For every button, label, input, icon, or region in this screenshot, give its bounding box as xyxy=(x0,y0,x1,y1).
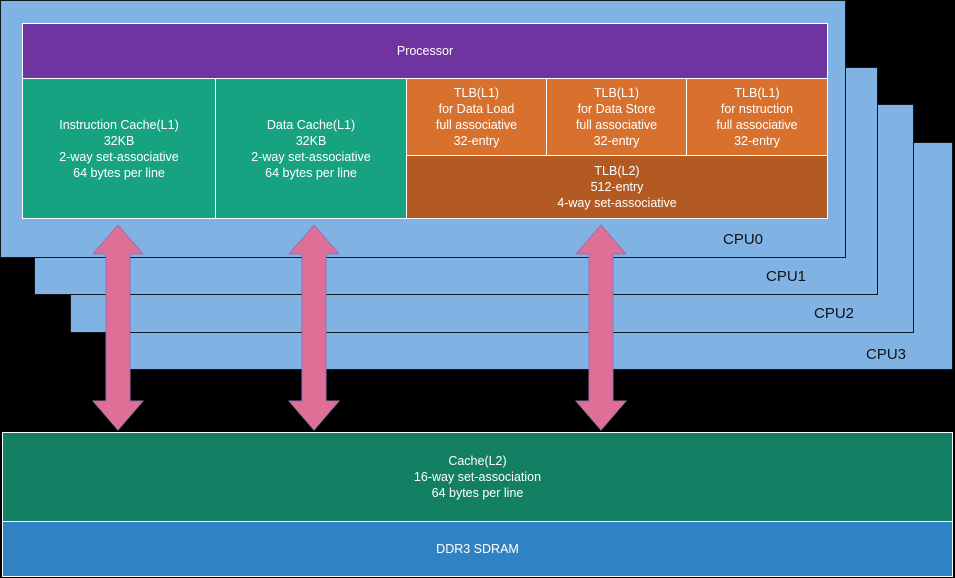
icache-line: 64 bytes per line xyxy=(73,165,165,180)
tlb-instr-assoc: full associative xyxy=(716,118,798,132)
arrow-dcache-l2 xyxy=(287,224,341,431)
tlb-store-title: TLB(L1) xyxy=(593,86,640,100)
tlb-l2-title: TLB(L2) xyxy=(594,164,640,178)
tlb-l2-assoc: 4-way set-associative xyxy=(557,196,677,210)
tlb-l2: TLB(L2) 512-entry 4-way set-associative xyxy=(406,155,828,219)
tlb-l1-data-load: TLB(L1) for Data Load full associative 3… xyxy=(406,78,547,156)
tlb-l1-data-store: TLB(L1) for Data Store full associative … xyxy=(546,78,687,156)
instruction-cache-l1: Instruction Cache(L1) 32KB 2-way set-ass… xyxy=(22,78,216,219)
icache-title: Instruction Cache(L1) xyxy=(59,117,179,132)
cpu1-label: CPU1 xyxy=(766,268,807,285)
cache-l2: Cache(L2) 16-way set-association 64 byte… xyxy=(2,432,953,522)
arrow-tlb-l2 xyxy=(574,224,628,431)
tlb-load-purpose: for Data Load xyxy=(438,102,515,116)
processor-block: Processor xyxy=(22,23,828,79)
ddr3-sdram: DDR3 SDRAM xyxy=(2,521,953,577)
l2-assoc: 16-way set-association xyxy=(413,470,542,484)
cpu0-label: CPU0 xyxy=(723,231,764,248)
tlb-load-entries: 32-entry xyxy=(453,134,500,148)
icache-size: 32KB xyxy=(103,133,135,148)
tlb-load-title: TLB(L1) xyxy=(453,86,500,100)
cpu2-label: CPU2 xyxy=(814,305,855,322)
tlb-store-assoc: full associative xyxy=(575,118,658,132)
ddr-label: DDR3 SDRAM xyxy=(436,542,519,556)
tlb-instr-entries: 32-entry xyxy=(734,134,780,148)
tlb-l2-entries: 512-entry xyxy=(590,180,644,194)
tlb-load-assoc: full associative xyxy=(435,118,518,132)
tlb-l1-instruction: TLB(L1) for nstruction full associative … xyxy=(686,78,828,156)
arrow-icache-l2 xyxy=(91,224,145,431)
data-cache-l1: Data Cache(L1) 32KB 2-way set-associativ… xyxy=(215,78,407,219)
tlb-instr-purpose: for nstruction xyxy=(720,102,794,116)
dcache-line: 64 bytes per line xyxy=(265,165,357,180)
l2-line: 64 bytes per line xyxy=(431,486,524,500)
processor-label: Processor xyxy=(396,44,454,58)
icache-assoc: 2-way set-associative xyxy=(59,149,179,164)
tlb-store-entries: 32-entry xyxy=(593,134,640,148)
dcache-assoc: 2-way set-associative xyxy=(251,149,371,164)
cpu3-label: CPU3 xyxy=(866,346,907,363)
tlb-store-purpose: for Data Store xyxy=(577,102,656,116)
tlb-instr-title: TLB(L1) xyxy=(734,86,780,100)
l2-title: Cache(L2) xyxy=(448,454,507,468)
dcache-size: 32KB xyxy=(295,133,327,148)
dcache-title: Data Cache(L1) xyxy=(266,117,356,132)
